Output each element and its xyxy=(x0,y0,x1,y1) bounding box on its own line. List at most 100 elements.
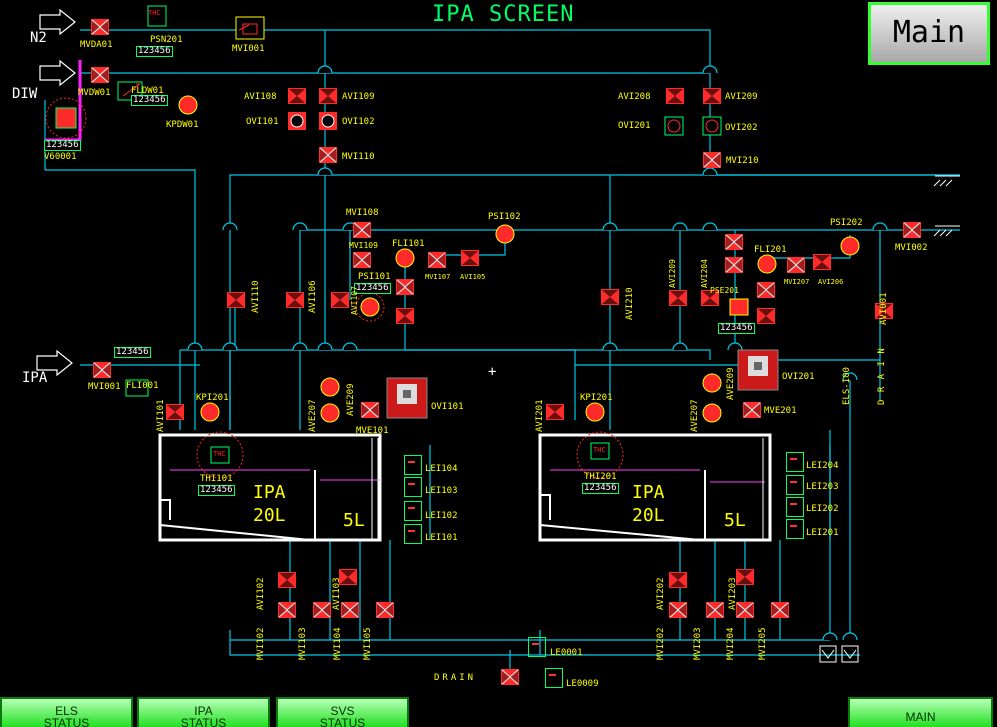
sensor-psi102[interactable] xyxy=(495,224,515,244)
sensor-fli101[interactable] xyxy=(395,248,415,268)
valve-avi207[interactable] xyxy=(757,308,775,324)
valve-mvi002[interactable] xyxy=(902,221,922,239)
tank-v60001[interactable] xyxy=(55,107,77,129)
pse201-label: PSE201 xyxy=(710,286,739,295)
main-bottom-button[interactable]: MAIN xyxy=(848,697,993,727)
sensor-psi101[interactable] xyxy=(360,297,380,317)
avi105-label: AVI105 xyxy=(460,273,486,281)
svs-status-button[interactable]: SVS STATUS xyxy=(276,697,409,727)
valve-avi201[interactable] xyxy=(546,404,564,420)
avi102-label: AVI102 xyxy=(256,577,266,610)
valve-avi202[interactable] xyxy=(669,572,687,588)
avi107-label: AVI107 xyxy=(350,286,359,315)
thi201-value: 123456 xyxy=(582,483,619,494)
sensor-ave207a[interactable] xyxy=(320,403,340,423)
psn201-value: 123456 xyxy=(136,46,173,57)
ipa-status-line1: IPA xyxy=(194,704,213,718)
valve-mvi107[interactable] xyxy=(427,251,447,269)
valve-mvi208[interactable] xyxy=(756,281,776,299)
valve-avi106[interactable] xyxy=(286,292,304,308)
sensor-fli201[interactable] xyxy=(757,254,777,274)
svs-status-line1: SVS xyxy=(330,704,355,718)
els-status-button[interactable]: ELS STATUS xyxy=(0,697,133,727)
main-button[interactable]: Main xyxy=(868,2,990,65)
valve-mvi207[interactable] xyxy=(786,256,806,274)
valve-ovi201[interactable] xyxy=(664,116,684,136)
valve-ovi101[interactable] xyxy=(288,112,306,130)
valve-mvi202[interactable] xyxy=(668,601,688,619)
lei101-label: LEI101 xyxy=(425,533,458,543)
pump-kpdw01[interactable] xyxy=(178,95,198,115)
fli001-value: 123456 xyxy=(114,347,151,358)
n2-label: N2 xyxy=(30,30,47,46)
valve-mvi205[interactable] xyxy=(770,601,790,619)
valve-mvi210[interactable] xyxy=(702,151,722,169)
pump-kpi201b[interactable] xyxy=(585,402,605,422)
valve-drain[interactable] xyxy=(500,668,520,686)
valve-avi210[interactable] xyxy=(601,289,619,305)
ave209a-label: AVE209 xyxy=(346,383,356,416)
valve-ovi202[interactable] xyxy=(702,116,722,136)
valve-mvi105[interactable] xyxy=(375,601,395,619)
lei202-icon xyxy=(786,497,804,517)
sensor-pse201[interactable] xyxy=(729,298,749,316)
valve-mvi203a[interactable] xyxy=(724,233,744,251)
valve-avi208[interactable] xyxy=(666,88,684,104)
le0009-icon xyxy=(545,668,563,688)
valve-mvi203b[interactable] xyxy=(724,256,744,274)
mve101-label: MVE101 xyxy=(356,426,389,436)
ipa-status-line2: STATUS xyxy=(180,716,227,727)
valve-mve201[interactable] xyxy=(742,401,762,419)
valve-mvi108[interactable] xyxy=(352,221,372,239)
valve-avi101[interactable] xyxy=(166,404,184,420)
valve-ovi102[interactable] xyxy=(319,112,337,130)
avi201-label: AVI201 xyxy=(535,399,545,432)
valve-mvi203[interactable] xyxy=(705,601,725,619)
valve-avi203[interactable] xyxy=(736,569,754,585)
avi210-label: AVI210 xyxy=(625,287,635,320)
avi202-label: AVI202 xyxy=(656,577,666,610)
mvda01-label: MVDA01 xyxy=(80,40,113,50)
valve-mvda01[interactable] xyxy=(90,18,110,36)
mvi102-label: MVI102 xyxy=(256,627,266,660)
valve-mvi102[interactable] xyxy=(277,601,297,619)
valve-avi105[interactable] xyxy=(461,250,479,266)
sensor-ave209a[interactable] xyxy=(320,377,340,397)
pse201-value: 123456 xyxy=(718,323,755,334)
valve-mvi103[interactable] xyxy=(312,601,332,619)
valve-mve101[interactable] xyxy=(360,401,380,419)
valve-avi108[interactable] xyxy=(288,88,306,104)
valve-mvi108b[interactable] xyxy=(395,278,415,296)
valve-mvi104[interactable] xyxy=(340,601,360,619)
pump-kpi201a[interactable] xyxy=(200,402,220,422)
mvi110-label: MVI110 xyxy=(342,152,375,162)
thi101-value: 123456 xyxy=(198,485,235,496)
mvi107-label: MVI107 xyxy=(425,273,451,281)
valve-avi111[interactable] xyxy=(331,292,349,308)
valve-mvi204[interactable] xyxy=(735,601,755,619)
valve-avi209[interactable] xyxy=(703,88,721,104)
sensor-ave209b[interactable] xyxy=(702,373,722,393)
cursor-crosshair: + xyxy=(488,364,497,380)
ovi101-box[interactable] xyxy=(386,377,428,419)
valve-mvi109[interactable] xyxy=(352,251,372,269)
valve-mvdw01[interactable] xyxy=(90,66,110,84)
ipa-status-button[interactable]: IPA STATUS xyxy=(137,697,270,727)
valve-avi109[interactable] xyxy=(319,88,337,104)
valve-mvi110[interactable] xyxy=(318,146,338,164)
valve-mvi001b[interactable] xyxy=(92,361,112,379)
avi204-label: AVI204 xyxy=(700,259,709,288)
els100-label: ELS-100 xyxy=(842,367,852,405)
le0001-label: LE0001 xyxy=(550,648,583,658)
valve-avi107[interactable] xyxy=(396,308,414,324)
sensor-psi202[interactable] xyxy=(840,236,860,256)
valve-avi102[interactable] xyxy=(278,572,296,588)
sensor-ave207b[interactable] xyxy=(702,403,722,423)
ovi201-box[interactable] xyxy=(737,349,779,391)
ovi102-label: OVI102 xyxy=(342,117,375,127)
valve-avi206[interactable] xyxy=(813,254,831,270)
mvi002-label: MVI002 xyxy=(895,243,928,253)
valve-avi110[interactable] xyxy=(227,292,245,308)
valve-avi209v[interactable] xyxy=(669,290,687,306)
diw-label: DIW xyxy=(12,86,38,102)
